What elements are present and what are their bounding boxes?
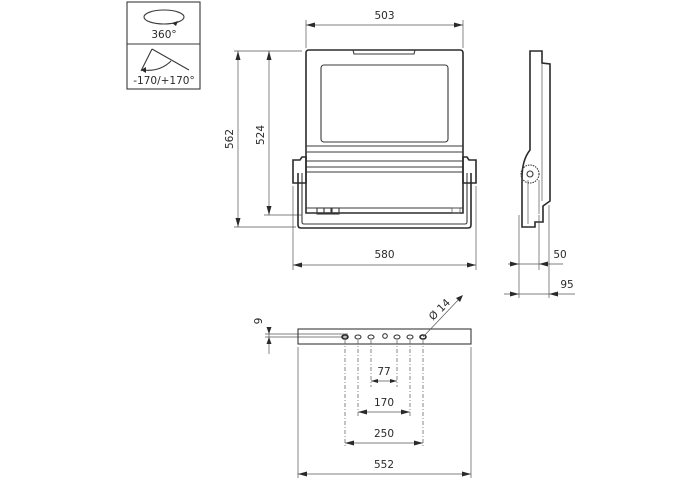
dim-depth-total: 95 (560, 279, 573, 291)
tilt-label: -170/+170° (133, 75, 194, 87)
dim-spacing-outer: 250 (374, 428, 394, 440)
tilt-hinge-icon (520, 164, 540, 184)
dim-width-bracket: 580 (374, 249, 394, 261)
rotation-label: 360° (151, 29, 176, 41)
side-view: 50 95 (504, 50, 575, 298)
rotation-360-icon (143, 9, 185, 26)
mounting-holes (341, 333, 427, 340)
dim-height-body: 524 (255, 125, 267, 145)
dim-thickness: 9 (253, 318, 265, 325)
dim-width-top: 503 (374, 10, 394, 22)
dim-spacing-inner: 77 (377, 366, 390, 378)
dim-depth-body: 50 (553, 249, 566, 261)
bracket-view: 9 Ø 14 77 170 (253, 295, 472, 478)
dim-spacing-mid: 170 (374, 397, 394, 409)
cable-gland-icons (316, 207, 340, 215)
tilt-angle-icon (140, 48, 190, 73)
front-view: 503 562 524 (224, 10, 477, 270)
rotation-legend: 360° -170/+170° (126, 1, 201, 90)
dim-bracket-length: 552 (374, 459, 394, 471)
dim-height-total: 562 (224, 129, 236, 149)
